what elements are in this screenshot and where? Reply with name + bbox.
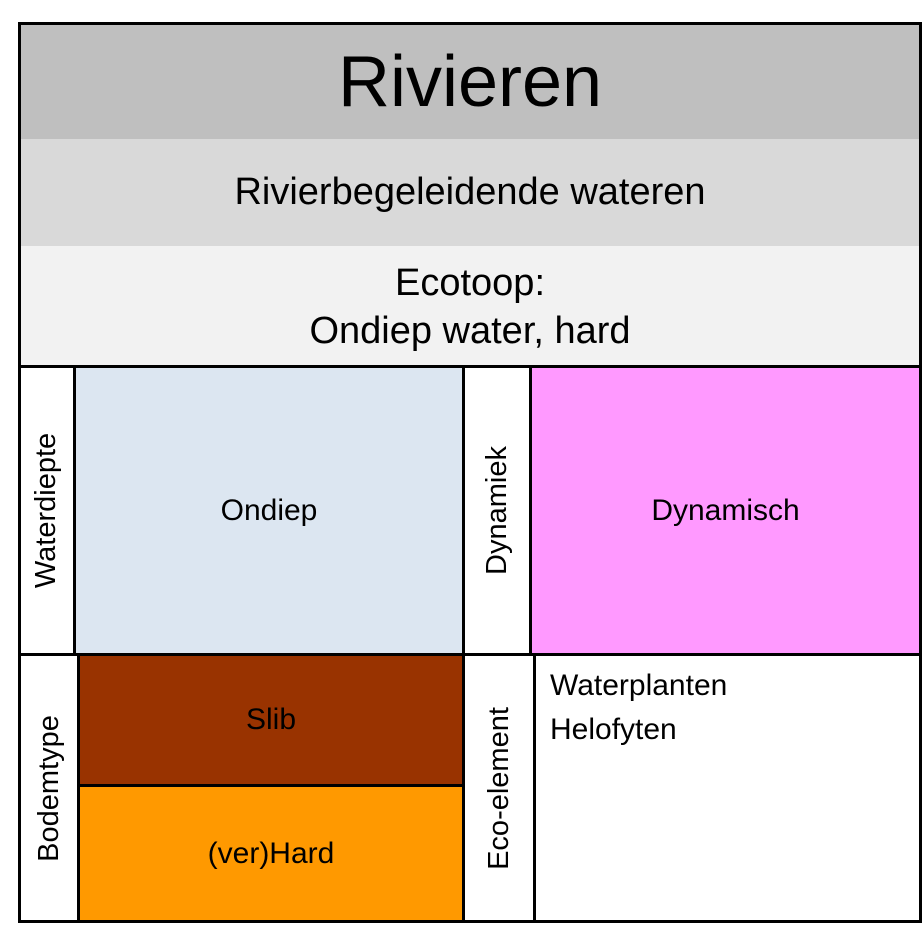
bodemtype-hard: (ver)Hard: [207, 836, 335, 870]
title-text: Rivieren: [337, 42, 603, 122]
ecotoop-heading: Ecotoop:: [395, 262, 545, 304]
dynamiek-value-cell: Dynamisch: [529, 365, 922, 656]
subtitle-text: Rivierbegeleidende wateren: [234, 171, 706, 213]
waterdiepte-label-cell: Waterdiepte: [18, 365, 76, 656]
bodemtype-slib: Slib: [245, 703, 297, 736]
dynamiek-value: Dynamisch: [651, 493, 800, 527]
title-banner: Rivieren: [18, 22, 922, 142]
ecotoop-value: Ondiep water, hard: [309, 309, 631, 352]
waterdiepte-label: Waterdiepte: [30, 432, 63, 589]
ecotoop-banner: Ecotoop: Ondiep water, hard: [18, 246, 922, 368]
dynamiek-label-cell: Dynamiek: [462, 365, 532, 656]
waterdiepte-value: Ondiep: [220, 493, 318, 527]
dynamiek-label: Dynamiek: [480, 446, 513, 575]
bodemtype-slib-cell: Slib: [77, 653, 465, 787]
subtitle-banner: Rivierbegeleidende wateren: [18, 139, 922, 249]
eco-element-label: Eco-element: [482, 706, 515, 870]
eco-element-list-cell: Waterplanten Helofyten: [533, 653, 922, 923]
bodemtype-label-cell: Bodemtype: [18, 653, 80, 923]
bodemtype-hard-cell: (ver)Hard: [77, 784, 465, 923]
eco-element-item: Waterplanten: [550, 669, 728, 702]
eco-element-item: Helofyten: [550, 712, 677, 746]
eco-element-label-cell: Eco-element: [462, 653, 536, 923]
waterdiepte-value-cell: Ondiep: [73, 365, 465, 656]
bodemtype-label: Bodemtype: [32, 714, 65, 862]
